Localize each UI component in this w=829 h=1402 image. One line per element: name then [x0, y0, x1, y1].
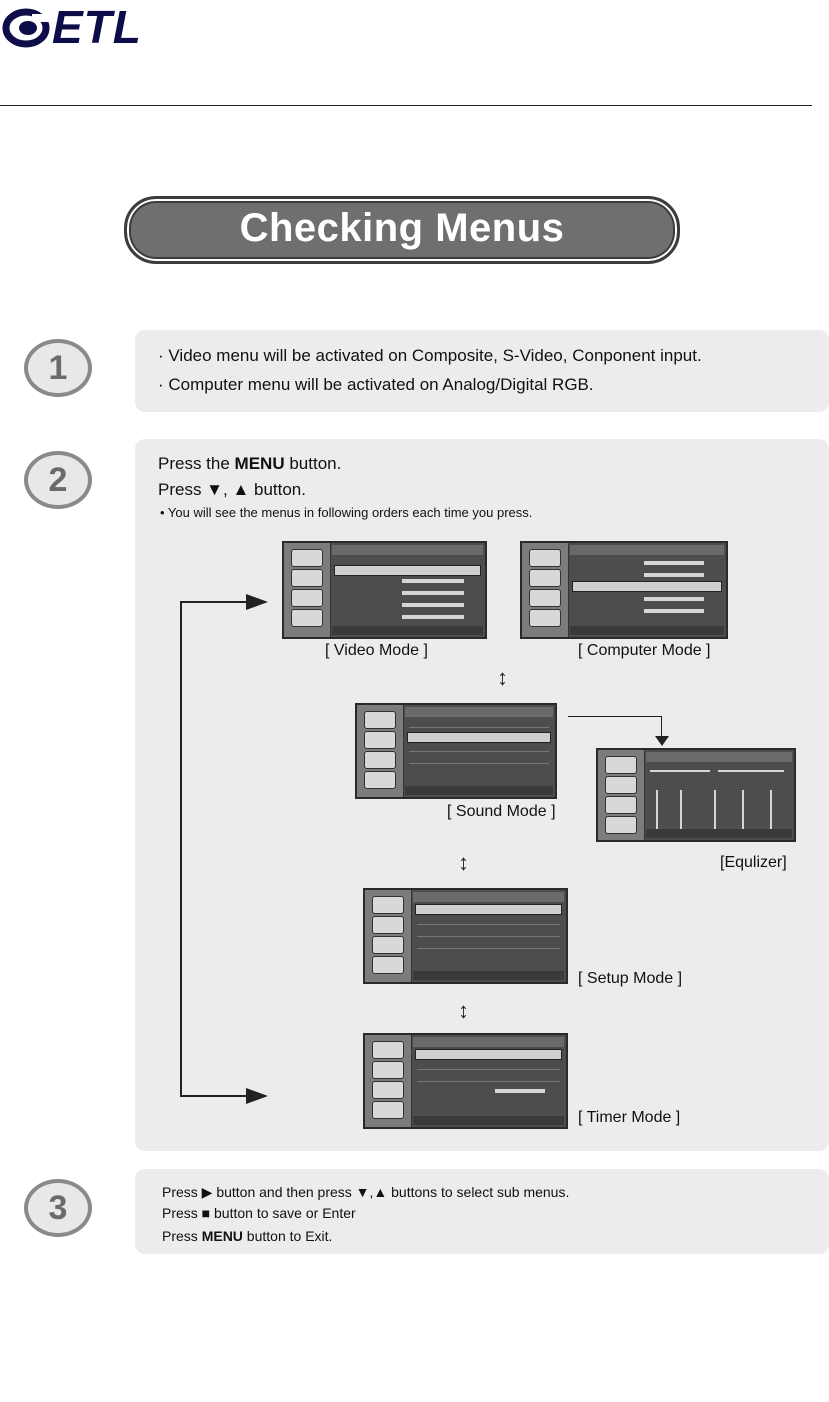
computer-mode-screenshot	[520, 541, 728, 639]
step-1-panel	[135, 330, 829, 412]
caption-video-mode: [ Video Mode ]	[325, 641, 428, 661]
step-2-line-2: Press ▼, ▲ button.	[158, 477, 306, 503]
loop-arrow-top	[180, 601, 250, 603]
logo-text: ETL	[52, 0, 142, 54]
step-1-bullet-2: · Computer menu will be activated on Ana…	[158, 373, 828, 397]
caption-timer-mode: [ Timer Mode ]	[578, 1108, 680, 1128]
step-1-bullet-1: · Video menu will be activated on Compos…	[158, 344, 828, 368]
sound-mode-screenshot	[355, 703, 557, 799]
caption-computer-mode: [ Computer Mode ]	[578, 641, 711, 661]
step-3-line-3: Press MENU button to Exit.	[162, 1225, 332, 1247]
arrow-right-icon-2	[246, 1088, 268, 1104]
step-3-badge: 3	[24, 1179, 92, 1237]
page-title: Checking Menus	[124, 196, 680, 264]
loop-arrow-vertical	[180, 601, 182, 1097]
etl-logo: ETL	[2, 4, 162, 52]
step-2-line-1: Press the MENU button.	[158, 451, 341, 477]
loop-arrow-bottom	[180, 1095, 250, 1097]
step-1-badge: 1	[24, 339, 92, 397]
updown-arrow-icon-2: ↕	[458, 852, 469, 874]
video-mode-screenshot	[282, 541, 487, 639]
step-3-line-1: Press ▶ button and then press ▼,▲ button…	[162, 1181, 569, 1203]
timer-mode-screenshot	[363, 1033, 568, 1129]
equalizer-connector-line	[568, 716, 662, 717]
caption-equalizer: [Equlizer]	[720, 853, 787, 873]
updown-arrow-icon: ↕	[497, 667, 508, 689]
caption-sound-mode: [ Sound Mode ]	[447, 802, 556, 822]
step-2-badge: 2	[24, 451, 92, 509]
logo-swirl-icon	[2, 4, 52, 52]
equalizer-screenshot	[596, 748, 796, 842]
header-rule	[0, 105, 812, 106]
updown-arrow-icon-3: ↕	[458, 1000, 469, 1022]
step-3-line-2: Press ■ button to save or Enter	[162, 1202, 356, 1224]
arrow-right-icon	[246, 594, 268, 610]
caption-setup-mode: [ Setup Mode ]	[578, 969, 682, 989]
setup-mode-screenshot	[363, 888, 568, 984]
step-2-note: • You will see the menus in following or…	[160, 503, 532, 523]
arrow-down-icon	[655, 736, 669, 746]
